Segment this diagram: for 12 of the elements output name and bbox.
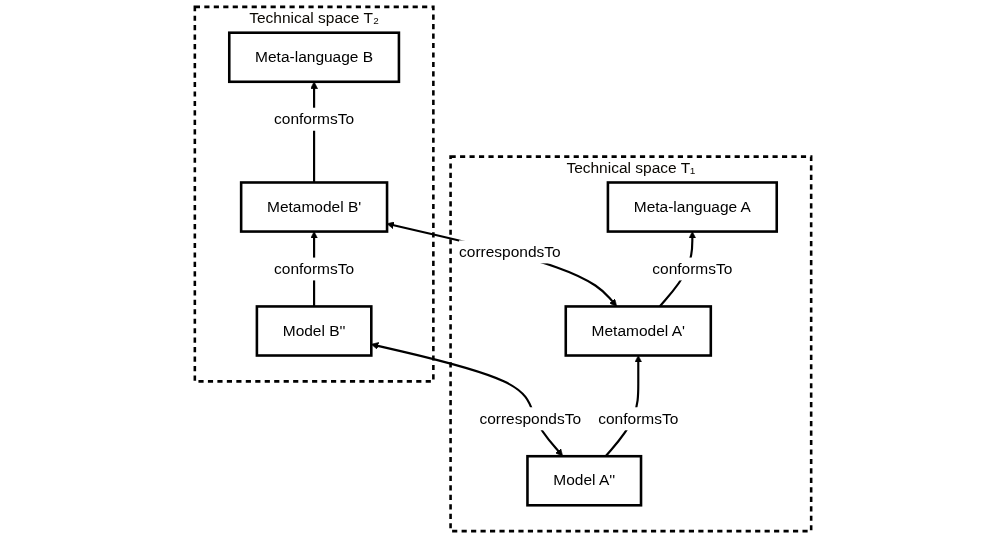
edge-label: correspondsTo — [479, 409, 582, 427]
node-box: Model A'' — [526, 454, 643, 507]
node-box: Meta-language B — [228, 31, 401, 84]
edge-label: conformsTo — [274, 259, 355, 278]
edge-label: correspondsTo — [459, 242, 561, 261]
edge-label: conformsTo — [274, 110, 355, 128]
node-box: Metamodel B' — [239, 181, 389, 233]
edge-label: conformsTo — [652, 259, 733, 278]
node-box: Model B'' — [255, 305, 373, 357]
node-box: Metamodel A' — [564, 305, 713, 357]
edge-label: conformsTo — [598, 409, 679, 427]
node-box: Meta-language A — [606, 181, 778, 233]
